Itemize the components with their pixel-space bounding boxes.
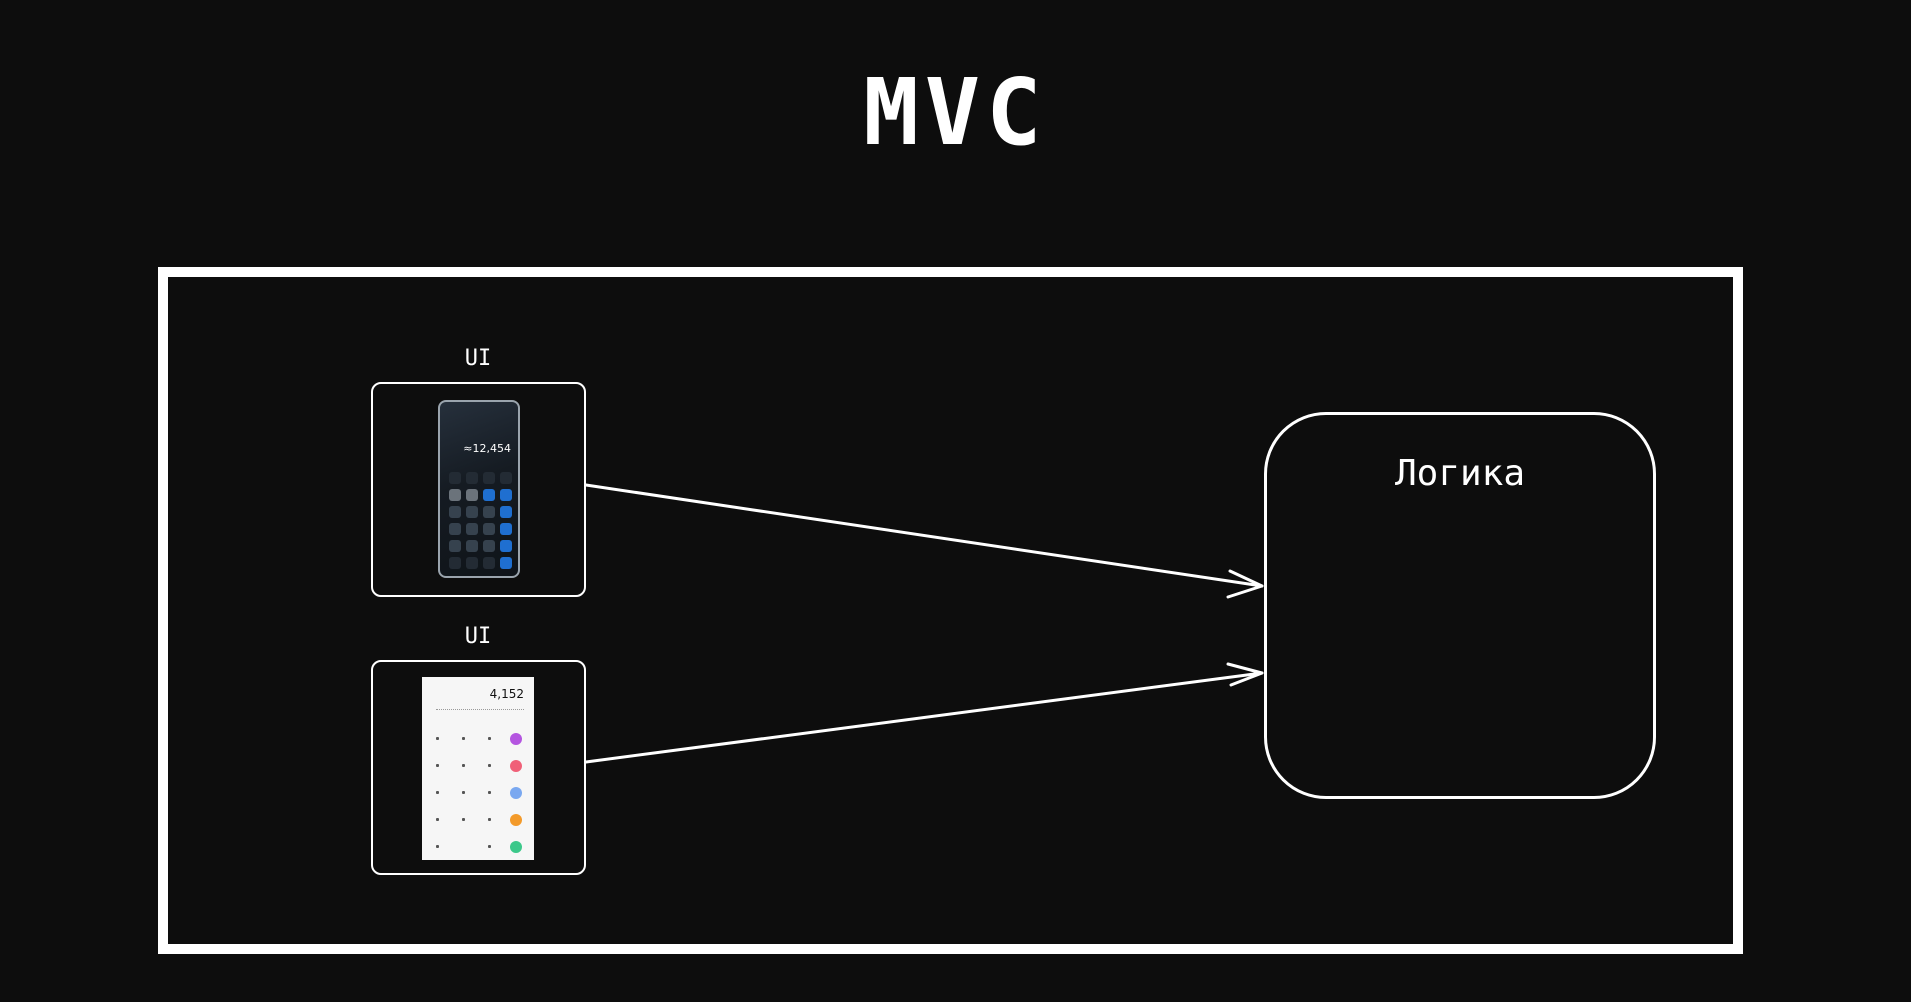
dark-calculator-display: ≈12,454 [463,442,511,455]
dark-calculator-keypad [449,472,513,569]
diagram-frame [158,267,1743,954]
logic-box: Логика [1264,412,1656,799]
dark-calculator-screenshot: ≈12,454 [438,400,520,578]
light-calculator-keypad [432,733,524,853]
ui-box-top: ≈12,454 [371,382,586,597]
light-calculator-screenshot: 4,152 [422,677,534,860]
diagram-title: MVC [863,59,1048,166]
light-calculator-display: 4,152 [489,687,524,701]
light-calculator-history-line [436,709,524,713]
arrow-bottom-ui-to-logic [584,662,1264,764]
ui-label-bottom: UI [464,624,492,649]
logic-label: Логика [1394,453,1526,494]
ui-label-top: UI [464,346,492,371]
ui-box-bottom: 4,152 [371,660,586,875]
arrow-top-ui-to-logic [584,483,1264,599]
